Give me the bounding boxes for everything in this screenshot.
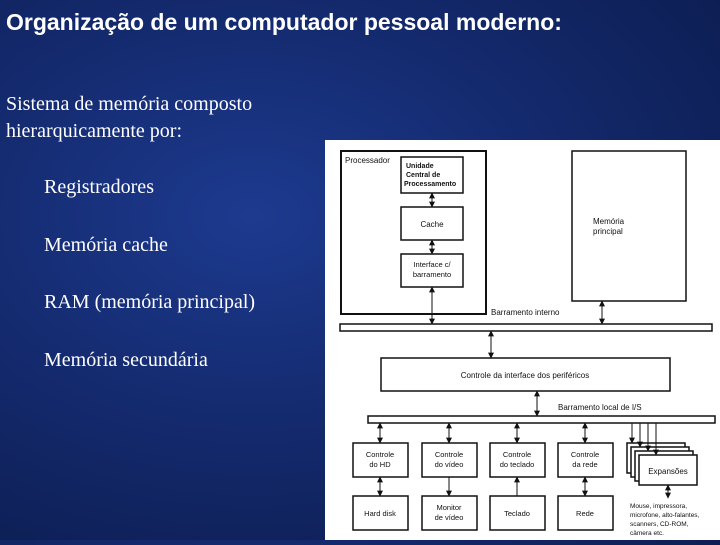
monitor-label-2: de vídeo <box>435 513 464 522</box>
slide-title: Organização de um computador pessoal mod… <box>6 9 562 35</box>
expansoes-box <box>638 454 698 486</box>
teclado-label: Teclado <box>504 509 530 518</box>
intro-line-2: hierarquicamente por: <box>6 120 183 142</box>
controle-hd-label-1: Controle <box>366 450 394 459</box>
barramento-local-bar <box>367 415 716 424</box>
cache-label: Cache <box>420 220 444 229</box>
diagram-svg: Processador Unidade Central de Processam… <box>325 140 720 540</box>
memoria-label-2: principal <box>593 227 623 236</box>
controle-interface-label: Controle da interface dos periféricos <box>461 371 590 380</box>
expansoes-label: Expansões <box>648 467 688 476</box>
barramento-interno-bar <box>339 323 713 332</box>
controle-rede-label-1: Controle <box>571 450 599 459</box>
controle-interface-box <box>380 357 671 392</box>
perifericos-line-2: microfone, alto-falantes, <box>630 512 700 519</box>
controle-video-label-1: Controle <box>435 450 463 459</box>
intro-line-1: Sistema de memória composto <box>6 93 253 115</box>
hard-disk-label: Hard disk <box>364 509 396 518</box>
computer-organization-diagram: Processador Unidade Central de Processam… <box>325 140 720 540</box>
controle-video-label-2: do vídeo <box>435 460 464 469</box>
ucp-label-3: Processamento <box>404 181 456 188</box>
intro-text: Sistema de memória composto hierarquicam… <box>6 91 326 145</box>
memoria-label-1: Memória <box>593 217 625 226</box>
memoria-principal-box <box>571 150 687 302</box>
ucp-label-1: Unidade <box>406 163 434 170</box>
list-item-memoria-cache: Memória cache <box>44 234 168 256</box>
list-item-registradores: Registradores <box>44 176 154 198</box>
interface-label-2: barramento <box>413 270 451 279</box>
perifericos-line-1: Mouse, impressora, <box>630 503 687 510</box>
rede-label: Rede <box>576 509 594 518</box>
perifericos-line-3: scanners, CD-ROM, <box>630 521 689 528</box>
interface-label-1: Interface c/ <box>413 260 451 269</box>
controle-hd-label-2: do HD <box>369 460 391 469</box>
controle-teclado-label-2: do teclado <box>500 460 535 469</box>
processador-box <box>340 150 487 315</box>
processador-label: Processador <box>345 156 390 165</box>
controle-rede-label-2: da rede <box>572 460 597 469</box>
controle-teclado-label-1: Controle <box>503 450 531 459</box>
list-item-memoria-secundaria: Memória secundária <box>44 349 208 371</box>
list-item-ram: RAM (memória principal) <box>44 291 256 313</box>
perifericos-line-4: câmera etc. <box>630 530 664 537</box>
ucp-label-2: Central de <box>406 172 440 179</box>
barramento-interno-label: Barramento interno <box>491 308 560 317</box>
barramento-local-label: Barramento local de I/S <box>558 403 642 412</box>
monitor-label-1: Monitor <box>436 503 462 512</box>
